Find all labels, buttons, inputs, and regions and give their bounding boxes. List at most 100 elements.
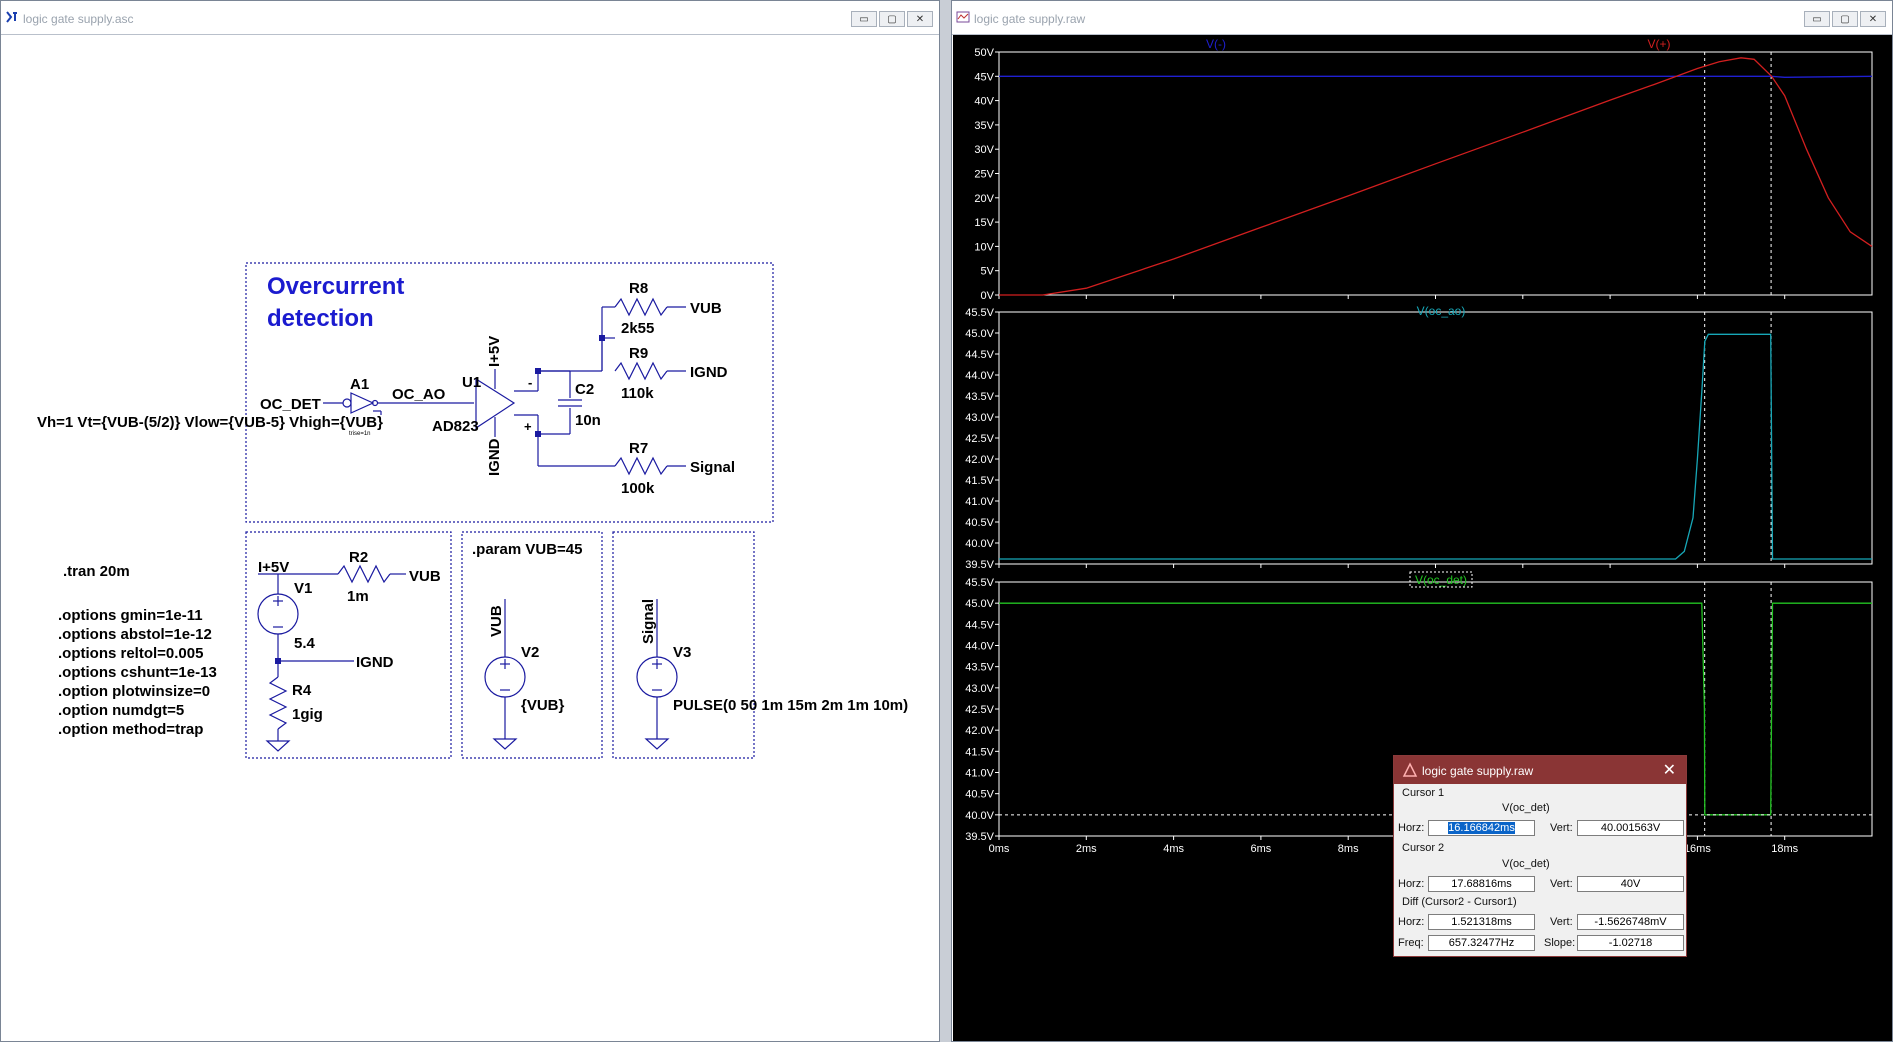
oc-det-label: OC_DET — [260, 396, 321, 413]
pane-2-frame — [998, 311, 1873, 565]
trise-label: trise=1n — [349, 431, 371, 437]
cursor1-label: Cursor 1 — [1402, 787, 1445, 799]
y-tick-label: 0V — [981, 290, 995, 302]
x-tick-label: 16ms — [1684, 843, 1711, 855]
close-button[interactable]: ✕ — [1860, 11, 1886, 27]
pane-1-frame — [998, 51, 1873, 296]
trace-v-oc-ao- — [999, 333, 1872, 560]
y-tick-label: 40.0V — [965, 810, 994, 822]
minimize-button[interactable]: ▭ — [1804, 11, 1830, 27]
diff-label: Diff (Cursor2 - Cursor1) — [1402, 896, 1517, 908]
x-tick-label: 8ms — [1338, 843, 1359, 855]
cursor1-horz-field[interactable]: 16.166842ms — [1428, 820, 1535, 836]
r9-label: R9 — [629, 345, 648, 362]
waveform-app-icon — [956, 11, 970, 23]
slope-label: Slope: — [1544, 937, 1576, 949]
param-directive: .param VUB=45 — [472, 541, 582, 558]
vub-net-r8: VUB — [690, 300, 722, 317]
y-tick-label: 45V — [974, 71, 994, 83]
y-tick-label: 40.5V — [965, 517, 994, 529]
v2-ground-symbol — [492, 738, 518, 750]
y-tick-label: 45.5V — [965, 577, 994, 589]
option-gmin: .options gmin=1e-11 — [58, 607, 203, 624]
trace-label: V(-) — [1206, 37, 1226, 51]
schematic-window: logic gate supply.asc ▭ ▢ ✕ — [0, 0, 940, 1042]
vub-net-r2: VUB — [409, 568, 441, 585]
c2-label: C2 — [575, 381, 594, 398]
y-tick-label: 45.5V — [965, 307, 994, 319]
cursor2-vert-field[interactable]: 40V — [1577, 876, 1684, 892]
y-tick-label: 44.5V — [965, 349, 994, 361]
y-tick-label: 41.5V — [965, 475, 994, 487]
trace-v- — [999, 75, 1873, 78]
trace-label: V(+) — [1647, 37, 1670, 51]
maximize-button[interactable]: ▢ — [879, 11, 905, 27]
y-tick-label: 35V — [974, 120, 994, 132]
cursor2-horz-label: Horz: — [1398, 878, 1425, 890]
u1-label: U1 — [462, 374, 481, 391]
freq-field[interactable]: 657.32477Hz — [1428, 935, 1535, 951]
y-tick-label: 20V — [974, 193, 994, 205]
close-button[interactable]: ✕ — [907, 11, 933, 27]
trace-label-selection — [1409, 571, 1473, 588]
signal-net-v3: Signal — [640, 599, 657, 644]
slope-field[interactable]: -1.02718 — [1577, 935, 1684, 951]
y-tick-label: 39.5V — [965, 559, 994, 571]
v1-value: 5.4 — [294, 635, 316, 652]
a1-label: A1 — [350, 376, 369, 393]
option-numdgt: .option numdgt=5 — [58, 702, 184, 719]
v3-signal-box — [612, 531, 755, 759]
y-tick-label: 42.5V — [965, 704, 994, 716]
cursor1-vert-label: Vert: — [1550, 822, 1573, 834]
ignd-u1-label: IGND — [486, 438, 503, 476]
y-tick-label: 41.0V — [965, 496, 994, 508]
v1-supply-box — [245, 531, 452, 759]
cursor2-vert-label: Vert: — [1550, 878, 1573, 890]
cursor-dialog-titlebar[interactable]: logic gate supply.raw ✕ — [1394, 756, 1686, 784]
i5v-u1-label: I+5V — [486, 336, 503, 367]
cursor1-vert-field[interactable]: 40.001563V — [1577, 820, 1684, 836]
y-tick-label: 10V — [974, 241, 994, 253]
ignd-net-v1: IGND — [356, 654, 394, 671]
schematic-canvas[interactable]: Overcurrent detection OC_DET A1 OC_AO U1… — [1, 35, 939, 1042]
diff-vert-field[interactable]: -1.5626748mV — [1577, 914, 1684, 930]
x-tick-label: 0ms — [989, 843, 1010, 855]
y-tick-label: 41.0V — [965, 768, 994, 780]
heading-line1: Overcurrent — [267, 273, 404, 300]
y-tick-label: 45.0V — [965, 598, 994, 610]
y-tick-label: 42.5V — [965, 433, 994, 445]
r2-label: R2 — [349, 549, 368, 566]
r8-resistor — [614, 297, 668, 317]
ltspice-schematic-icon — [6, 11, 17, 23]
y-tick-label: 44.0V — [965, 370, 994, 382]
v1-label: V1 — [294, 580, 312, 597]
ignd-net-r9: IGND — [690, 364, 728, 381]
i5v-v1-label: I+5V — [258, 559, 289, 576]
y-tick-label: 25V — [974, 169, 994, 181]
y-tick-label: 40V — [974, 96, 994, 108]
waveform-titlebar[interactable]: logic gate supply.raw ▭ ▢ ✕ — [952, 1, 1892, 35]
x-tick-label: 4ms — [1163, 843, 1184, 855]
schematic-titlebar[interactable]: logic gate supply.asc ▭ ▢ ✕ — [1, 1, 939, 35]
maximize-button[interactable]: ▢ — [1832, 11, 1858, 27]
cursor-dialog-title: logic gate supply.raw — [1422, 764, 1534, 778]
a1-gate-symbol — [350, 392, 375, 414]
a1-input-bubble — [342, 398, 352, 408]
y-tick-label: 40.5V — [965, 789, 994, 801]
close-icon[interactable]: ✕ — [1662, 762, 1676, 779]
signal-net-r7: Signal — [690, 459, 735, 476]
diff-horz-field[interactable]: 1.521318ms — [1428, 914, 1535, 930]
c2-value: 10n — [575, 412, 601, 429]
oc-ao-label: OC_AO — [392, 386, 446, 403]
trace-v- — [999, 57, 1873, 296]
y-tick-label: 15V — [974, 217, 994, 229]
x-tick-label: 18ms — [1771, 843, 1798, 855]
y-tick-label: 42.0V — [965, 725, 994, 737]
cursor1-horz-label: Horz: — [1398, 822, 1425, 834]
cursor-dialog[interactable]: logic gate supply.raw ✕ Cursor 1 V(oc_de… — [1393, 755, 1687, 957]
vub-net-v2: VUB — [488, 605, 505, 637]
cursor2-horz-field[interactable]: 17.68816ms — [1428, 876, 1535, 892]
r4-value: 1gig — [292, 706, 323, 723]
minimize-button[interactable]: ▭ — [851, 11, 877, 27]
y-tick-label: 39.5V — [965, 831, 994, 843]
